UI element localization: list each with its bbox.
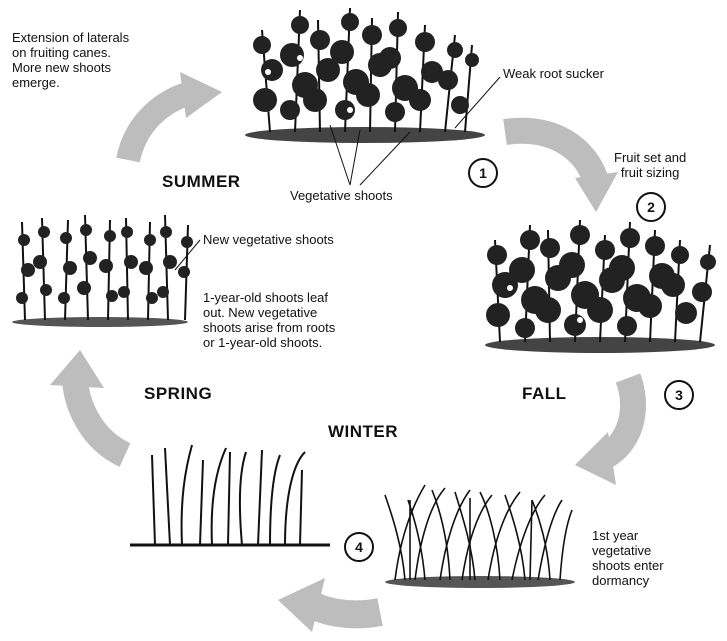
cycle-arrow-summer-to-fall (505, 131, 618, 212)
label-vegetative-shoots: Vegetative shoots (290, 188, 393, 203)
season-fall: FALL (522, 384, 567, 404)
summer-note-extension: Extension of laterals on fruiting canes.… (12, 30, 129, 90)
step-number-4: 4 (344, 532, 374, 562)
season-winter: WINTER (328, 422, 398, 442)
summer-plant-illustration (245, 8, 485, 143)
step-number-3: 3 (664, 380, 694, 410)
label-new-vegetative-shoots: New vegetative shoots (203, 232, 334, 247)
step-number-1: 1 (468, 158, 498, 188)
season-summer: SUMMER (162, 172, 241, 192)
label-fruit-set: Fruit set and fruit sizing (614, 150, 686, 180)
cycle-arrow-spring-to-summer-lower (50, 350, 125, 455)
winter-canes-right-illustration (385, 485, 575, 588)
label-dormancy: 1st year vegetative shoots enter dormanc… (592, 528, 664, 588)
label-weak-root-sucker: Weak root sucker (503, 66, 604, 81)
cycle-arrow-fall-to-winter (575, 378, 633, 485)
winter-canes-left-illustration (130, 445, 330, 545)
cycle-arrow-winter-to-spring (278, 578, 380, 632)
spring-note: 1-year-old shoots leaf out. New vegetati… (203, 290, 335, 350)
cycle-arrow-spring-to-summer-upper (128, 72, 222, 160)
fall-plant-illustration (485, 220, 716, 353)
step-number-2: 2 (636, 192, 666, 222)
season-spring: SPRING (144, 384, 212, 404)
spring-plant-illustration (12, 215, 193, 327)
